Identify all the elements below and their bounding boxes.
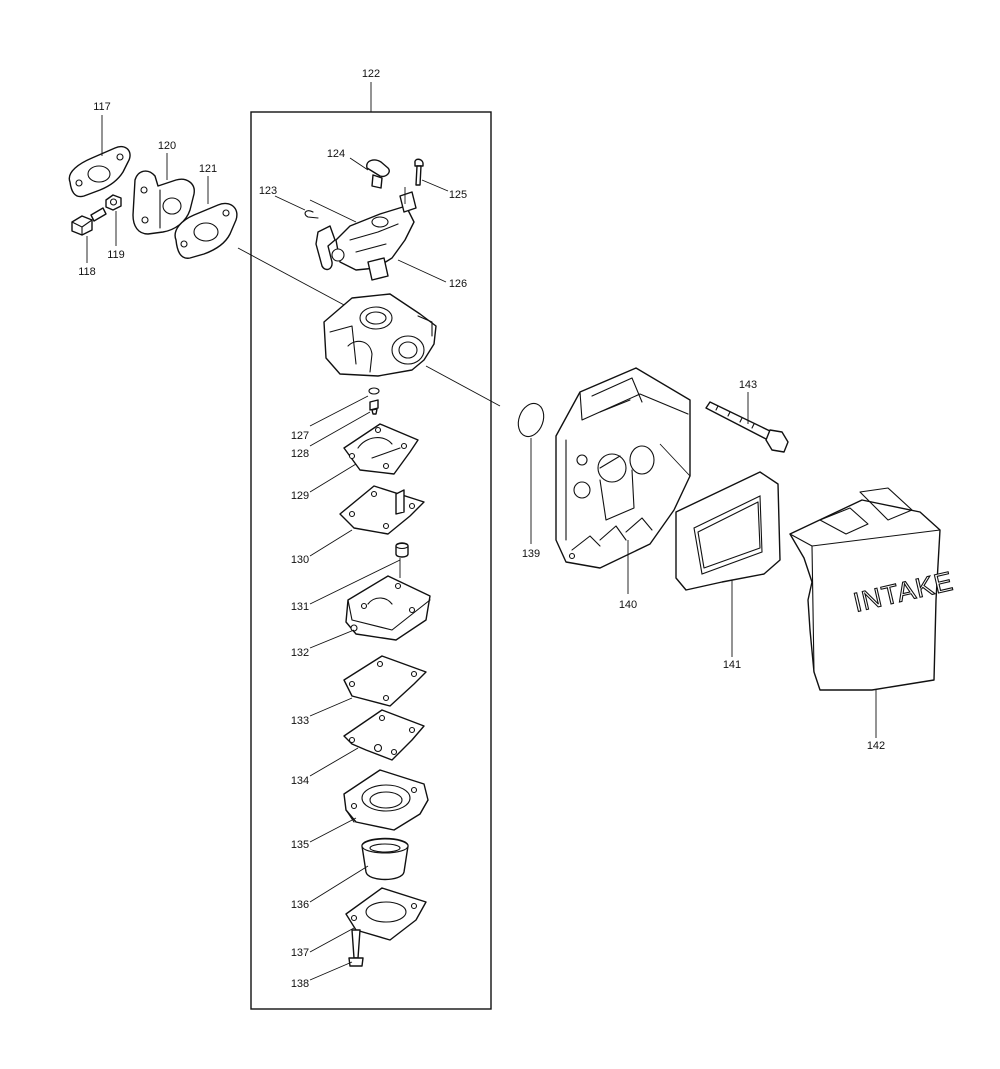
label-120: 120 — [158, 140, 176, 152]
part-138-screw — [348, 929, 364, 967]
part-132-metering-body — [345, 575, 431, 641]
part-134-diaphragm — [343, 709, 425, 761]
part-141-air-filter — [675, 471, 781, 591]
label-129: 129 — [291, 490, 309, 502]
label-125: 125 — [449, 189, 467, 201]
part-142-air-cleaner-cover — [789, 487, 941, 691]
part-124-screw — [366, 159, 390, 189]
label-128: 128 — [291, 448, 309, 460]
part-126-throttle-lever — [315, 191, 417, 281]
part-135-pump-cover — [343, 769, 429, 831]
label-138: 138 — [291, 978, 309, 990]
label-139: 139 — [522, 548, 540, 560]
part-140-air-cleaner-case — [555, 367, 691, 569]
part-139-o-ring — [517, 402, 545, 438]
part-127-o-ring — [368, 387, 380, 395]
part-133-gasket — [343, 655, 427, 707]
part-137-retainer-plate — [345, 887, 427, 941]
label-142: 142 — [867, 740, 885, 752]
label-117: 117 — [93, 101, 111, 113]
part-121-gasket — [174, 202, 238, 259]
label-131: 131 — [291, 601, 309, 613]
label-123: 123 — [259, 185, 277, 197]
label-126: 126 — [449, 278, 467, 290]
label-136: 136 — [291, 899, 309, 911]
part-123-clip — [304, 210, 319, 219]
part-130-diaphragm — [339, 485, 425, 535]
label-127: 127 — [291, 430, 309, 442]
label-122: 122 — [362, 68, 380, 80]
label-119: 119 — [107, 249, 125, 261]
part-128-needle-screw — [369, 399, 379, 415]
label-143: 143 — [739, 379, 757, 391]
part-131-pin — [395, 542, 409, 558]
part-118-bolt — [71, 207, 107, 236]
label-137: 137 — [291, 947, 309, 959]
part-117-gasket — [68, 145, 131, 198]
label-124: 124 — [327, 148, 345, 160]
part-119-nut — [105, 194, 122, 211]
label-118: 118 — [78, 266, 96, 278]
part-125-screw — [414, 158, 424, 186]
label-141: 141 — [723, 659, 741, 671]
part-129-pump-body — [343, 423, 419, 475]
carburetor-body — [323, 293, 437, 377]
label-140: 140 — [619, 599, 637, 611]
label-132: 132 — [291, 647, 309, 659]
label-130: 130 — [291, 554, 309, 566]
part-136-primer-bulb — [361, 837, 409, 881]
label-133: 133 — [291, 715, 309, 727]
label-135: 135 — [291, 839, 309, 851]
label-134: 134 — [291, 775, 309, 787]
label-121: 121 — [199, 163, 217, 175]
part-143-bolt — [705, 401, 789, 453]
part-120-insulator — [132, 170, 195, 235]
